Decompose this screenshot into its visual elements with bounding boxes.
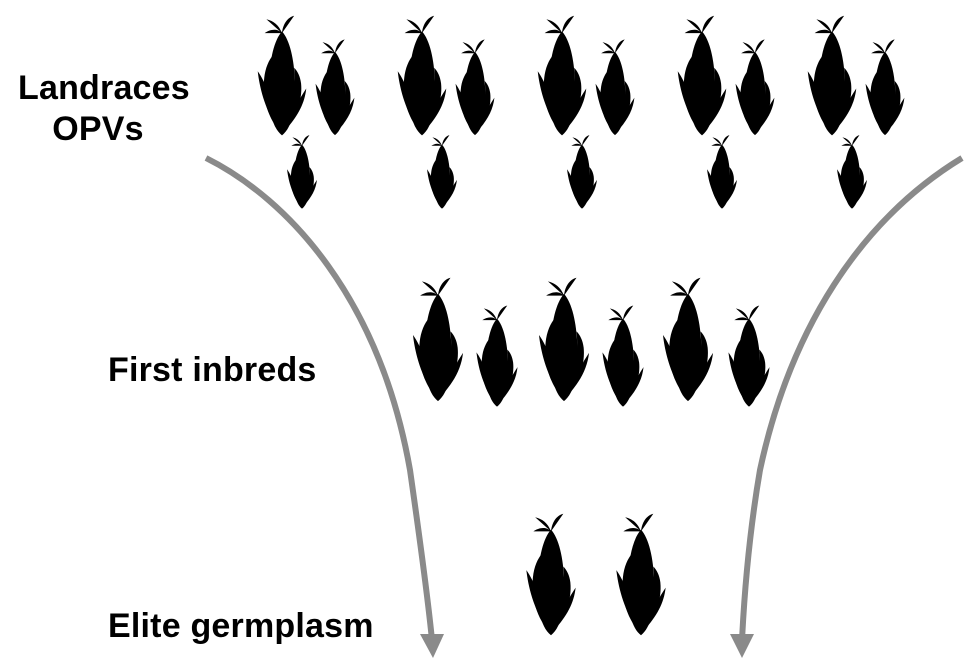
right-arrowhead [730, 634, 754, 658]
yellow-corn-icon [413, 278, 463, 408]
lightblue-corn-icon [678, 16, 727, 143]
green-corn-icon [663, 278, 713, 408]
yellow-corn-icon [616, 514, 665, 642]
blue-corn-icon [602, 305, 643, 412]
green-corn-icon [728, 305, 769, 412]
yellow-corn-icon [526, 514, 575, 642]
stage-label-landraces: Landraces OPVs [18, 68, 178, 151]
yellow-corn-icon [316, 39, 355, 140]
right-funnel-arrow [742, 158, 962, 640]
stage-label-elite-germplasm: Elite germplasm [108, 606, 374, 647]
opvs-label: OPVs [18, 109, 178, 150]
stage-label-first-inbreds: First inbreds [108, 350, 317, 391]
green-corn-icon [808, 16, 857, 143]
blue-corn-icon [567, 135, 597, 213]
yellow-corn-icon [287, 135, 317, 213]
blue-corn-icon [539, 278, 589, 408]
lightblue-corn-icon [736, 39, 775, 140]
orange-corn-icon [456, 39, 495, 140]
blue-corn-icon [538, 16, 587, 143]
lightblue-corn-icon [707, 135, 737, 213]
left-arrowhead [420, 634, 444, 658]
orange-corn-icon [427, 135, 457, 213]
yellow-corn-icon [476, 305, 517, 412]
green-corn-icon [837, 135, 867, 213]
left-funnel-arrow [206, 158, 432, 640]
green-corn-icon [866, 39, 905, 140]
yellow-corn-icon [258, 16, 307, 143]
orange-corn-icon [398, 16, 447, 143]
blue-corn-icon [596, 39, 635, 140]
landraces-label: Landraces [18, 68, 178, 109]
